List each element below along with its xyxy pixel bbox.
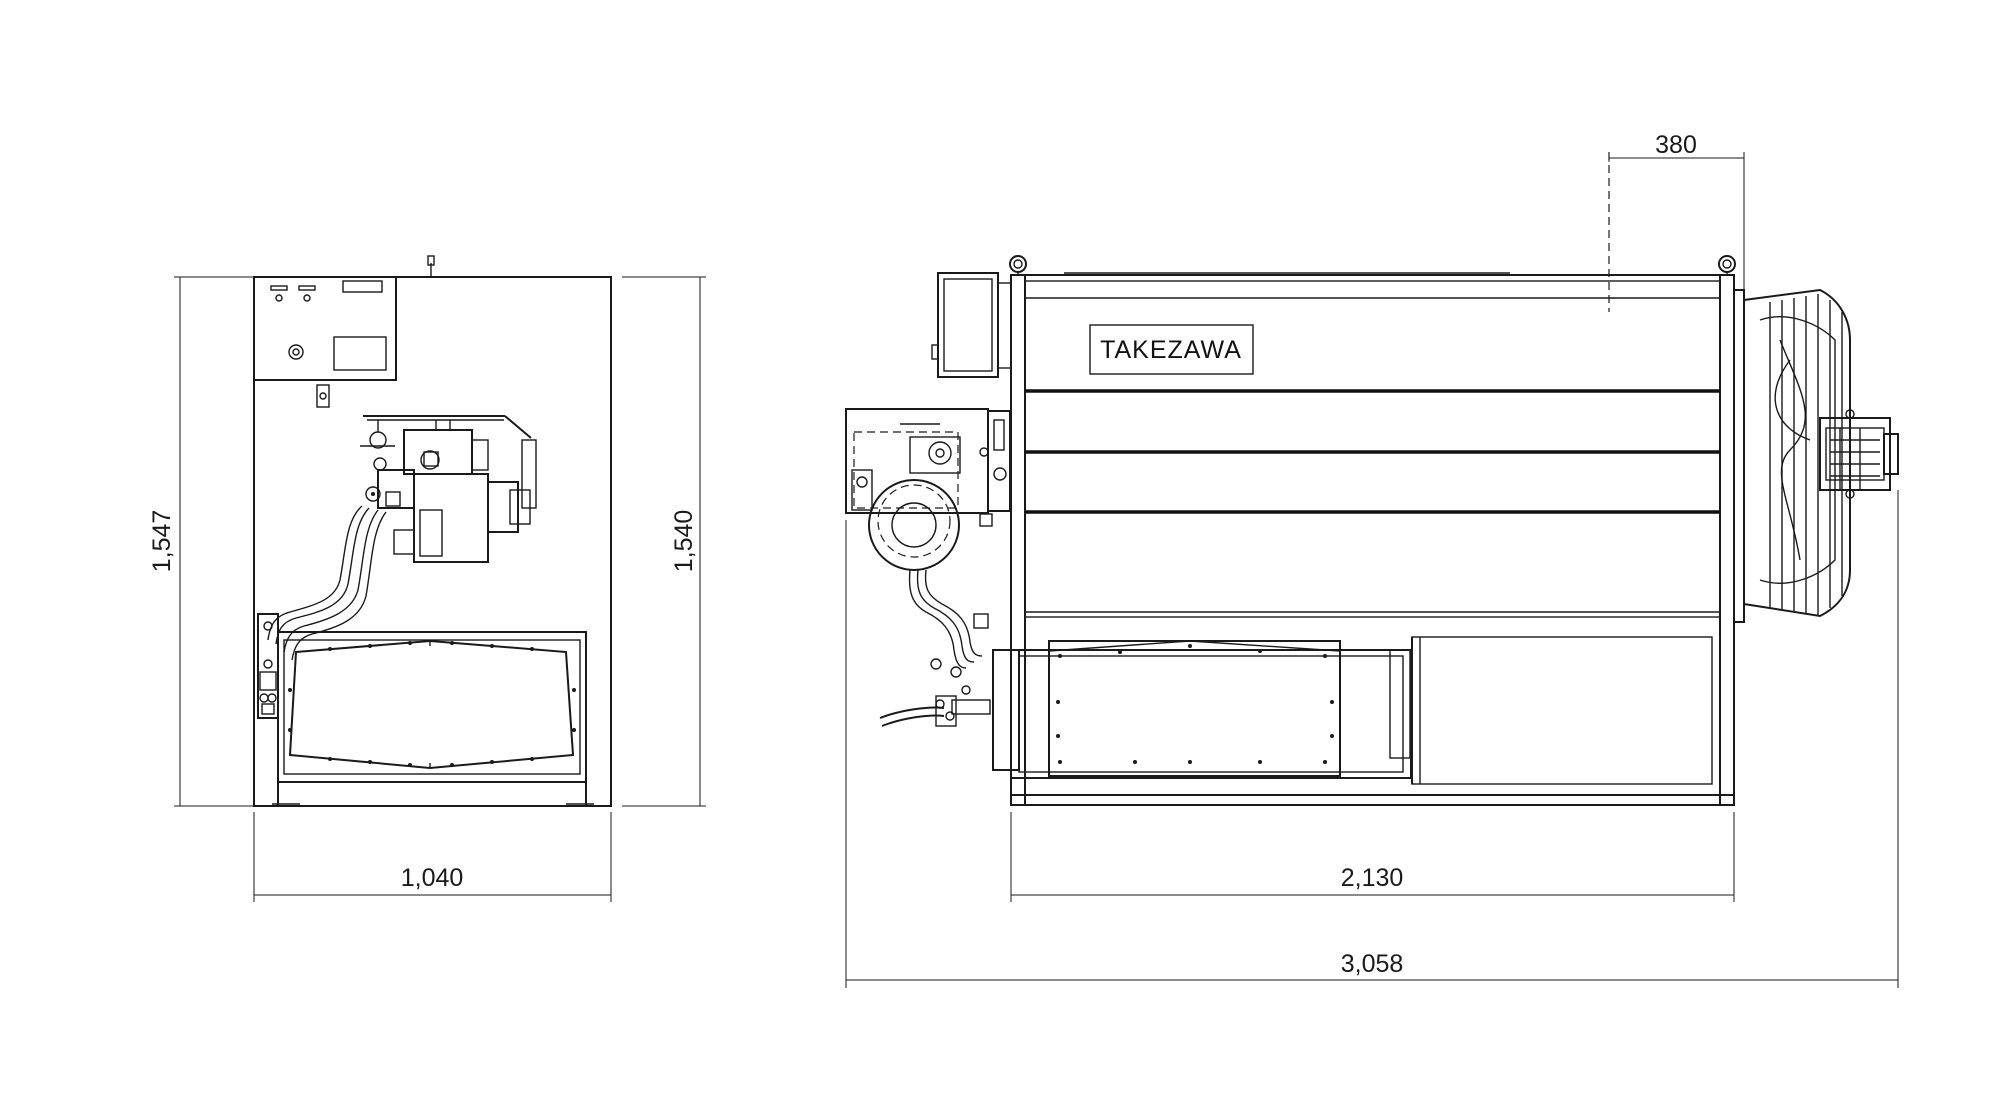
control-knob — [288, 344, 304, 360]
side-dimension-lines — [845, 152, 1899, 988]
front-burner-assembly — [360, 415, 537, 563]
front-valve-bracket — [257, 613, 279, 719]
lifting-eye-right — [1718, 255, 1736, 273]
brand-logo: TAKEZAWA — [1100, 336, 1242, 364]
dim-side-body-length: 2,130 — [1341, 864, 1404, 892]
front-fuel-hoses — [267, 505, 387, 661]
logo-plate — [1089, 324, 1254, 375]
lifting-eye-left — [1009, 255, 1027, 273]
front-cabinet-outline — [253, 276, 612, 807]
dim-front-width: 1,040 — [401, 864, 464, 892]
front-heat-exchanger — [272, 631, 594, 806]
dim-front-height-right: 1,540 — [670, 510, 698, 573]
side-burner — [845, 408, 1011, 571]
front-dimension-lines — [174, 276, 706, 902]
control-display — [333, 336, 387, 371]
side-fuel-hoses — [879, 569, 991, 727]
dim-side-total-length: 3,058 — [1341, 950, 1404, 978]
control-box — [253, 255, 435, 408]
side-control-box — [931, 272, 1011, 378]
side-lower-chamber — [992, 636, 1713, 785]
side-fan-guard — [1733, 288, 1899, 623]
dim-front-height-left: 1,547 — [148, 510, 176, 573]
side-view: TAKEZAWA — [845, 152, 1899, 988]
dim-side-fan-depth: 380 — [1655, 131, 1697, 159]
front-view — [174, 255, 706, 902]
